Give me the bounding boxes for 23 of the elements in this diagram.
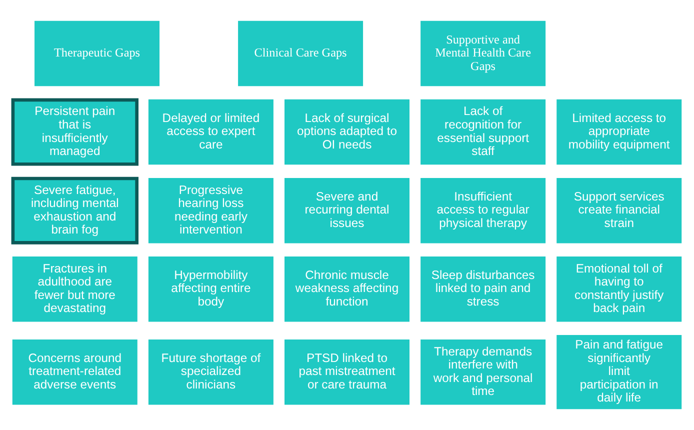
node-box: Supportive and Mental Health Care Gaps [420, 20, 546, 86]
node-box: Fractures in adulthood are fewer but more devastating [12, 256, 138, 322]
node-box: Persistent pain that is insufficiently managed [11, 98, 138, 166]
node-box: Therapy demands interfere with work and personal time [420, 339, 546, 405]
node-box: Hypermobility affecting entire body [148, 256, 274, 322]
node-box: Progressive hearing loss needing early intervention [148, 178, 274, 244]
node-box: Severe fatigue, including mental exhaustion and brain fog [11, 176, 138, 244]
node-box: Clinical Care Gaps [238, 20, 364, 86]
node-box: Future shortage of specialized clinicians [148, 339, 274, 405]
node-box: Severe and recurring dental issues [284, 178, 410, 244]
node-box: Pain and fatigue significantly limit participation in daily life [556, 335, 682, 410]
node-box: Lack of surgical options adapted to OI needs [284, 99, 410, 165]
node-box: Sleep disturbances linked to pain and stress [420, 256, 546, 322]
node-box: Limited access to appropriate mobility equipment [556, 99, 682, 165]
node-box: Insufficient access to regular physical therapy [420, 178, 546, 244]
node-box: Chronic muscle weakness affecting function [284, 256, 410, 322]
node-box: Therapeutic Gaps [34, 20, 160, 86]
node-box: Emotional toll of having to constantly justify back pain [556, 256, 682, 322]
node-box: Concerns around treatment-related adverse events [12, 339, 138, 405]
node-box: Lack of recognition for essential support staff [420, 99, 546, 165]
node-box: Support services create financial strain [556, 178, 682, 244]
node-box: Delayed or limited access to expert care [148, 99, 274, 165]
node-box: PTSD linked to past mistreatment or care trauma [284, 339, 410, 405]
